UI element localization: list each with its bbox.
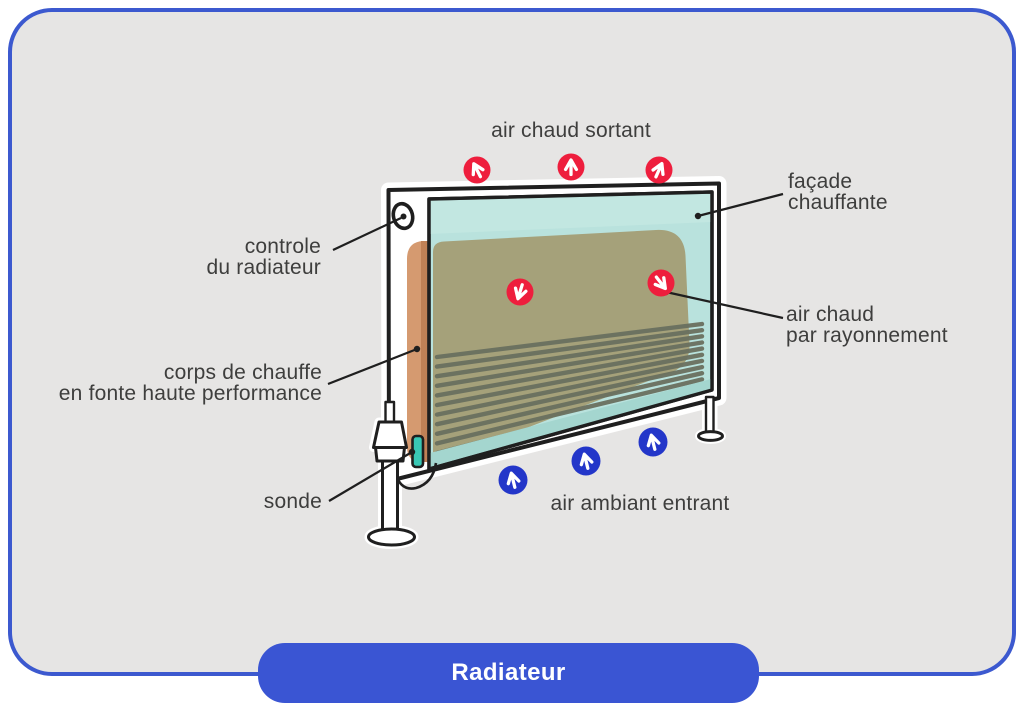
- label-air-chaud-rayonnement: air chaud par rayonnement: [786, 303, 948, 347]
- louvers: [434, 321, 705, 456]
- glass-bottom-strip: [430, 379, 711, 467]
- cold-air-in-arrows: [498, 427, 668, 495]
- control-knob: [391, 201, 415, 231]
- radiateur-title: Radiateur: [451, 659, 566, 686]
- label-corps-de-chauffe: corps de chauffe en fonte haute performa…: [58, 361, 322, 405]
- hot-air-up-arrow-icon: [557, 153, 585, 181]
- hot-air-up-arrow-icon: [645, 156, 673, 184]
- hot-air-down-arrow-icon: [506, 278, 534, 306]
- heating-body: [433, 229, 690, 464]
- radiateur-title-button[interactable]: Radiateur: [258, 643, 759, 703]
- label-air-ambiant-entrant: air ambiant entrant: [550, 492, 730, 515]
- label-facade-chauffante: façade chauffante: [788, 170, 888, 214]
- cold-air-up-arrow-icon: [571, 446, 601, 476]
- hot-air-radiation-arrows: [506, 269, 675, 306]
- hot-air-out-arrows: [463, 153, 673, 184]
- left-leg: [367, 400, 416, 547]
- right-leg: [697, 395, 724, 442]
- label-sonde: sonde: [263, 490, 322, 513]
- cold-air-up-arrow-icon: [498, 465, 528, 495]
- hot-air-up-arrow-icon: [463, 156, 491, 184]
- cast-iron-body: [407, 241, 432, 462]
- hot-air-down-arrow-icon: [647, 269, 675, 297]
- cold-air-up-arrow-icon: [638, 427, 668, 457]
- glass-highlight: [429, 192, 712, 234]
- label-air-chaud-sortant: air chaud sortant: [491, 119, 651, 142]
- label-controle-radiateur: controle du radiateur: [206, 235, 321, 279]
